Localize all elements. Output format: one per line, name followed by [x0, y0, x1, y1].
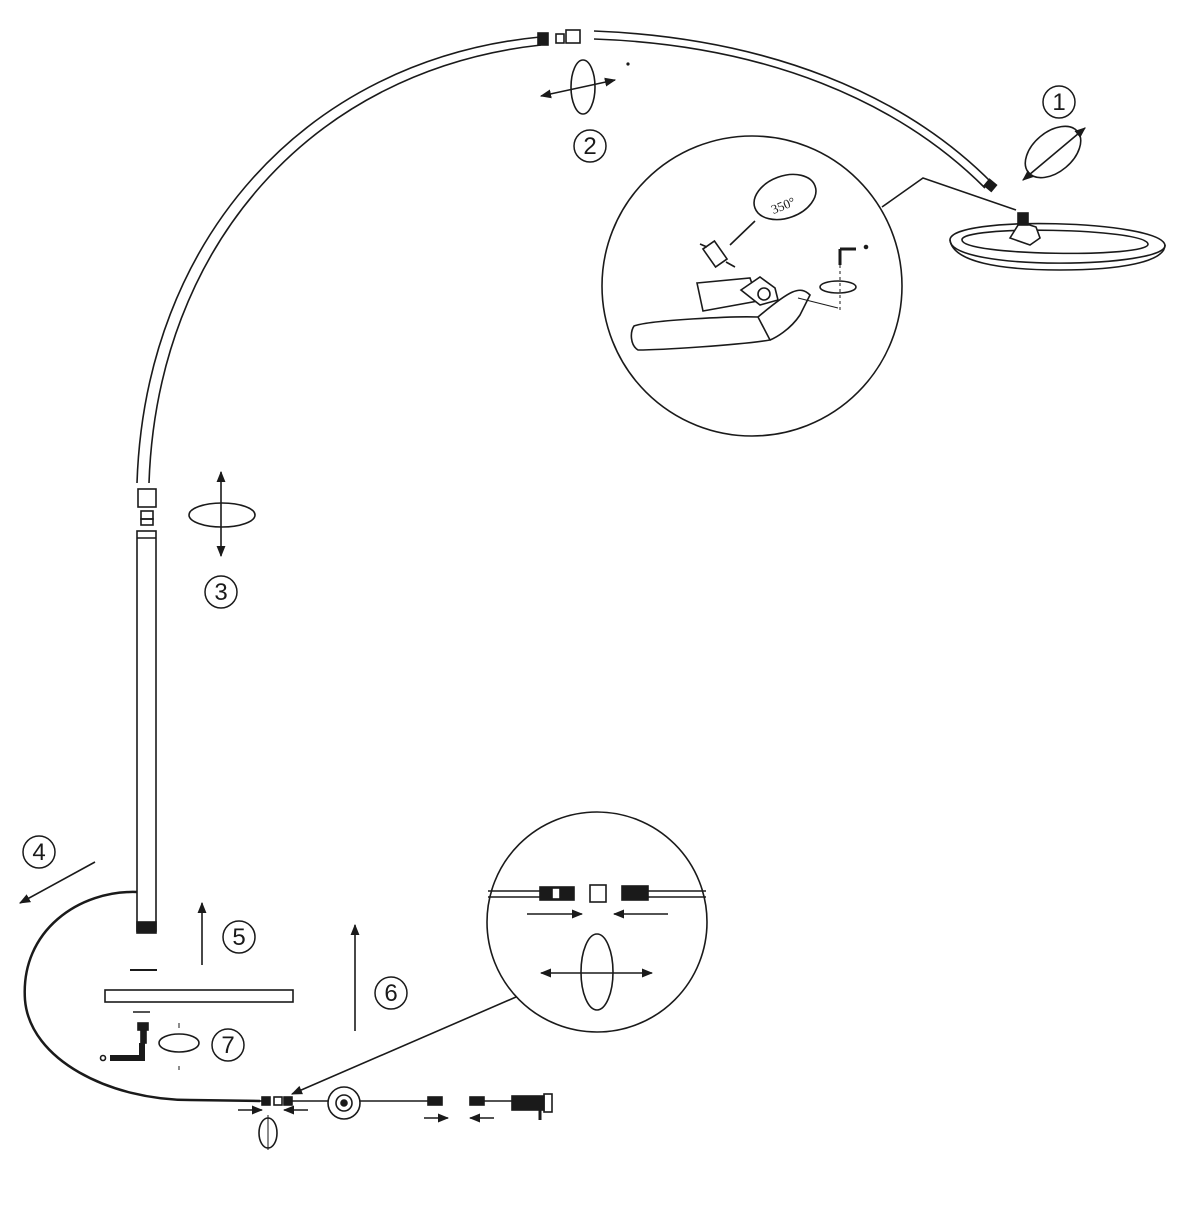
step-badge-3: 3	[204, 575, 238, 609]
push-arrow-icon	[238, 1105, 494, 1123]
arc-connector-top	[537, 29, 581, 46]
arc-pole-left	[136, 36, 542, 484]
rotate-arrow-icon	[1022, 125, 1086, 181]
rotate-arrow-icon	[188, 470, 256, 558]
step-number-7: 7	[221, 1032, 234, 1059]
step-number-3: 3	[214, 579, 227, 606]
step-number-2: 2	[583, 133, 596, 160]
detail-circle-connector	[290, 811, 708, 1095]
cable	[260, 1096, 512, 1106]
step-number-5: 5	[232, 924, 245, 951]
step-badge-7: 7	[211, 1028, 245, 1062]
connector-detail	[488, 884, 706, 1011]
detail-joint	[630, 173, 869, 351]
rotation-angle-label: 350°	[769, 194, 798, 217]
step-badge-1: 1	[1042, 85, 1076, 119]
foot-switch-icon	[327, 1086, 361, 1120]
base-parts	[104, 969, 294, 1013]
rotate-arrow-icon	[258, 1115, 278, 1150]
step-number-1: 1	[1052, 89, 1065, 116]
power-adapter-icon	[511, 1093, 553, 1120]
step-badge-6: 6	[374, 976, 408, 1010]
screw-icon	[137, 1022, 149, 1044]
arc-pole-right	[593, 30, 998, 193]
lamp-head-ring	[949, 212, 1166, 271]
vertical-pole	[136, 488, 157, 934]
allen-key-icon	[99, 1043, 145, 1062]
detail-circle-head	[601, 135, 1017, 437]
rotate-arrow-icon	[539, 59, 630, 115]
rotate-arrow-icon	[158, 1023, 200, 1070]
step-number-6: 6	[384, 980, 397, 1007]
base-plate	[23, 890, 261, 1103]
push-arrow-icon	[19, 861, 96, 904]
step-badge-2: 2	[573, 129, 607, 163]
step-badge-5: 5	[222, 920, 256, 954]
step-badge-4: 4	[22, 835, 56, 869]
step-number-4: 4	[32, 839, 45, 866]
